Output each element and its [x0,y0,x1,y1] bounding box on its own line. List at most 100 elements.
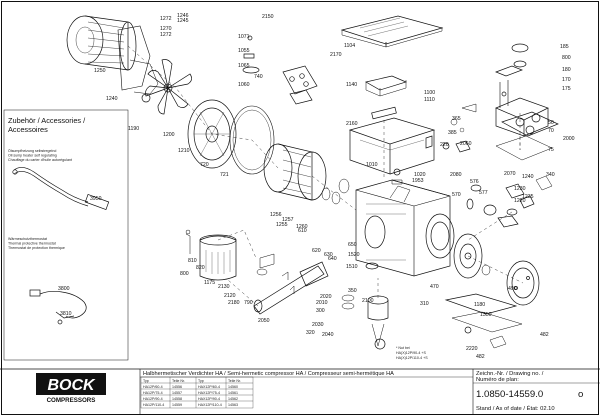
thermostat-caption-3: Thermostat de protection thermique [8,246,65,250]
part-label: 2030 [312,322,324,328]
part-label: 570 [452,192,461,198]
part-label: 2010 [316,300,328,306]
drawing-no-label-2: Numéro de plan: [476,377,519,383]
part-label: 1272 [160,16,172,22]
motor-stator [263,143,327,201]
type-table-row: 14560 [228,385,238,389]
heater-caption-1: Ölsumpfheizung selbstregelnd [8,149,56,153]
part-label: 1110 [424,97,435,103]
part-label: 310 [420,301,429,307]
part-label: 1246 [177,13,189,19]
type-table-row: HAX12P/60-4 [198,385,220,389]
type-table-header: Typ [198,379,204,383]
part-label: 385 [448,130,457,136]
assembly-centerlines [127,45,524,307]
part-label: 2120 [224,293,236,299]
part-label: 2170 [330,52,342,58]
terminal-small-parts [242,35,318,105]
part-label: 470 [430,284,439,290]
part-label: 810 [188,258,197,264]
compressor-crankcase [355,179,455,277]
part-label: 577 [479,190,488,196]
type-table-header: Typ [143,379,149,383]
part-label: 1245 [177,18,189,24]
oil-sight-glass-parts [425,135,497,216]
part-label: 350 [348,288,357,294]
type-table-grid [140,376,254,409]
part-label: 1020 [414,172,426,178]
part-label: 1010 [366,162,378,168]
part-label: 1260 [296,224,308,230]
drawing-suffix: o [578,389,583,400]
part-label: 630 [324,252,333,258]
part-label: 800 [180,271,189,277]
part-label: 1100 [424,90,435,96]
type-table-row: 14562 [228,397,238,401]
fan-hood [66,15,137,71]
part-label: 1272 [160,32,172,38]
part-label: 1175 [204,280,215,286]
part-label: 175 [562,86,571,92]
part-label: 1210 [178,148,190,154]
bottom-cover [444,293,523,349]
type-table-row: HA12P/60-4 [143,385,163,389]
part-label: 50 [548,120,554,126]
part-label: 1060 [238,82,250,88]
part-label: 1953 [412,178,424,184]
part-label: 1220 [514,198,526,204]
part-label: 1270 [160,26,172,32]
oil-sump-heater-icon [12,167,110,210]
part-label: 365 [452,116,461,122]
part-label: 610 [298,228,307,234]
part-label: 650 [348,242,357,248]
part-label: 482 [540,332,549,338]
part-label: 1200 [163,132,175,138]
thermal-thermostat-icon [29,289,87,325]
part-label: 790 [244,300,253,306]
part-label: 3800 [58,286,70,292]
stand-date: Stand / As of date / État: 02.10 [476,405,555,412]
part-label: 740 [254,74,263,80]
nut-note-line-1: * Nut bei [396,346,410,350]
nut-note: * Nut bei HA(X)12P/90-4 +S HA(X)12P/110-… [396,346,428,360]
compressor-description: Halbhermetischer Verdichter HA / Semi-he… [143,371,394,377]
heater-caption-3: Chauffage du carter d'huile autorégulant [8,158,72,162]
fan-bracket [117,25,151,91]
drawing-no-label: Zeichn.-Nr. / Drawing no. / [476,371,544,377]
part-label: 2070 [504,171,516,177]
part-label: 800 [562,55,571,61]
part-label: 1235 [522,194,534,200]
part-label: 320 [306,330,315,336]
accessories-title-line-1: Zubehör / Accessories / [8,116,86,125]
part-label: 720 [200,162,209,168]
part-label: 1190 [128,126,139,132]
part-label: 2150 [262,14,274,20]
type-table-row: HA12P/75-4 [143,391,163,395]
part-label: 1240 [522,174,534,180]
part-label: 1180 [474,302,485,308]
crankshaft [253,261,329,315]
part-label: 300 [316,308,325,314]
type-table-row: 14557 [172,391,182,395]
part-label: 490 [508,286,517,292]
part-label: 1065 [238,63,250,69]
part-label: 180 [562,67,571,73]
part-label: 2080 [450,172,462,178]
end-cover-gasket [229,105,275,175]
shaft-seal-gasket [506,260,540,306]
title-block: BOCK COMPRESSORS Halbhermetischer Verdic… [36,371,583,412]
part-label: 1520 [348,252,360,258]
part-label: 2220 [466,346,478,352]
type-table-row: 14556 [172,385,182,389]
type-table-header: Teile Nr. [228,379,241,383]
logo-main-text: BOCK [47,377,96,394]
type-table-row: HA12P/110-4 [143,403,164,407]
type-table-row: 14559 [172,403,182,407]
part-label: 1510 [346,264,358,270]
fan-wheel [141,59,192,115]
part-label: 70 [548,128,554,134]
part-label: 340 [546,172,555,178]
